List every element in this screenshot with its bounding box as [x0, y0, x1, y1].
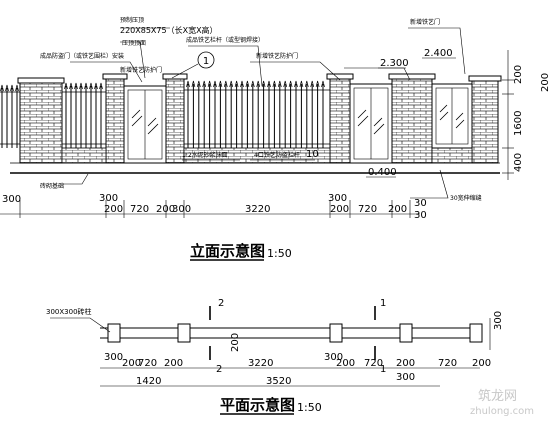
rail-label: 4口铁艺防盗栏杆 [254, 151, 300, 159]
top-label: 压顶顶面 [122, 40, 146, 47]
dim-720-a: 720 [130, 204, 149, 215]
pier-6 [471, 79, 499, 164]
pier-1 [19, 81, 63, 164]
elevation-view: 1 预制压顶 220X85X75（长X宽X高） 压顶顶面 成品防盗门（或铁艺围栏… [0, 16, 551, 261]
pier-5 [391, 77, 433, 164]
right-dim-200-top: 200 [513, 65, 524, 84]
plan-dim-1420: 1420 [136, 376, 161, 387]
coping-label: 1:2水泥砂浆抹面 [182, 151, 228, 159]
plan-dim-3220: 3220 [248, 358, 273, 369]
elevation-scale: 1:50 [267, 247, 292, 260]
level-2300: 2.300 [380, 58, 409, 69]
dim-200-b: 200 [156, 204, 175, 215]
elevation-title: 立面示意图 [190, 242, 265, 260]
plan-dim-right: 300 [493, 311, 504, 330]
bottom-dimension [0, 200, 420, 218]
cap-2 [102, 73, 128, 80]
plan-dim-200-e: 200 [472, 358, 491, 369]
gate-note: 新增铁艺防护门 [120, 66, 162, 74]
watermark-en: zhulong.com [470, 406, 534, 417]
cap-4 [326, 73, 354, 80]
plan-dim-720-a: 720 [138, 358, 157, 369]
level-0400: 0.400 [368, 167, 397, 178]
leader-lines [60, 27, 466, 199]
post-cap-label: 预制压顶 [120, 16, 144, 24]
fence-bars [0, 80, 325, 148]
dim-300-d: 300 [328, 193, 347, 204]
dim-200-d: 200 [388, 204, 407, 215]
pier-4 [329, 77, 351, 164]
plan-dim-720-b: 720 [364, 358, 383, 369]
right-dim-200-upper: 200 [540, 73, 551, 92]
plan-dim-720-c: 720 [438, 358, 457, 369]
plan-dim-200-a: 200 [122, 358, 141, 369]
right-dim-400: 400 [513, 153, 524, 172]
dim-200-c: 200 [330, 204, 349, 215]
cap-size-label: 220X85X75（长X宽X高） [120, 25, 218, 35]
plan-dim-200-c: 200 [336, 358, 355, 369]
cap-1 [17, 77, 65, 84]
right-gate-note: 新增铁艺防护门 [256, 52, 298, 60]
plan-dim-300-a: 300 [104, 352, 123, 363]
plan-dim-200-d: 200 [396, 358, 415, 369]
dim-note-right: 30宽伸缩缝 [450, 194, 482, 202]
dim-300-b: 300 [99, 193, 118, 204]
plan-dim-extra: 300 [396, 372, 415, 383]
left-base-label: 砖砌基础 [40, 182, 64, 190]
section-mark-1-bottom: 1 [380, 364, 386, 375]
right-dimension [502, 50, 514, 180]
right-dim-1600: 1600 [513, 111, 524, 136]
dim-note-30: 30 [414, 210, 427, 221]
low-wall-1 [61, 147, 107, 164]
pier-3 [165, 77, 185, 164]
right-note: 新增铁艺门 [410, 18, 440, 26]
plan-view: 2 2 1 1 300X300砖柱 300 200 300 200 720 20… [46, 298, 504, 415]
gate-3 [431, 83, 473, 149]
plan-title: 平面示意图 [220, 396, 295, 414]
plan-piers [107, 323, 483, 343]
watermark-cn: 筑龙网 [478, 388, 517, 404]
dim-30: 30 [414, 198, 427, 209]
plan-scale: 1:50 [297, 401, 322, 414]
gate-1 [123, 85, 167, 164]
dim-3220: 3220 [245, 204, 270, 215]
left-note: 成品防盗门（或铁艺围栏）安装 [40, 52, 124, 60]
low-wall-3 [431, 147, 473, 164]
section-mark-2-top: 2 [218, 298, 224, 309]
cap-6 [468, 75, 502, 82]
section-mark-2-bottom: 2 [216, 364, 222, 375]
level-2400: 2.400 [424, 48, 453, 59]
section-mark-1-top: 1 [380, 298, 386, 309]
low-wall-2 [183, 147, 331, 164]
dim-300-c: 300 [172, 204, 191, 215]
gate-2 [349, 83, 393, 164]
plan-dim-200-b: 200 [164, 358, 183, 369]
fence-note: 成品铁艺栏杆（或型钢焊接） [186, 36, 264, 44]
pier-label: 300X300砖柱 [46, 307, 92, 316]
dim-300-a: 300 [2, 194, 21, 205]
plan-section-lines [209, 306, 376, 360]
detail-bubble-number: 1 [203, 56, 209, 67]
cap-5 [388, 73, 436, 80]
pier-2 [105, 77, 125, 164]
plan-dim-3520: 3520 [266, 376, 291, 387]
plan-dim-300-b: 300 [324, 352, 343, 363]
base-text: 10 [306, 149, 319, 160]
dim-200-a: 200 [104, 204, 123, 215]
detail-bubble [197, 51, 215, 69]
plan-dim-mid: 200 [230, 333, 241, 352]
dim-720-b: 720 [358, 204, 377, 215]
